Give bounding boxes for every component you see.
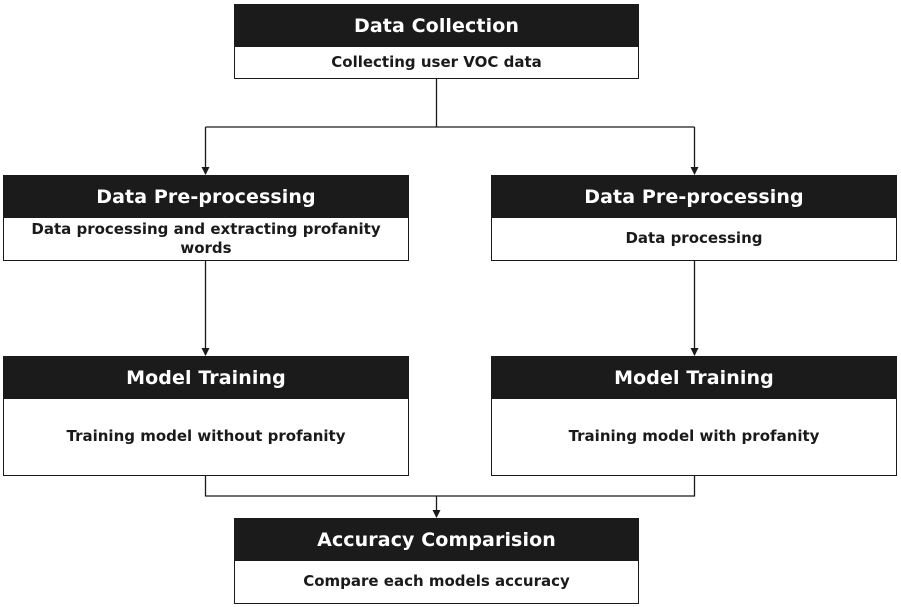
preprocessing-left-description: Data processing and extracting profanity… — [31, 219, 381, 257]
data-collection-box: Data Collection Collecting user VOC data — [234, 4, 639, 79]
training-right-description: Training model with profanity — [568, 427, 820, 445]
training-right-title: Model Training — [492, 357, 896, 399]
data-collection-description: Collecting user VOC data — [331, 52, 542, 71]
preprocessing-left-box: Data Pre-processing Data processing and … — [3, 175, 409, 261]
training-left-description: Training model without profanity — [66, 427, 346, 445]
accuracy-comparison-title: Accuracy Comparision — [235, 519, 638, 561]
training-left-title: Model Training — [4, 357, 408, 399]
preprocessing-right-box: Data Pre-processing Data processing — [491, 175, 897, 261]
training-right-box: Model Training Training model with profa… — [491, 356, 897, 476]
training-left-box: Model Training Training model without pr… — [3, 356, 409, 476]
accuracy-comparison-description: Compare each models accuracy — [303, 572, 570, 590]
connector-merge — [204, 476, 696, 497]
preprocessing-right-description: Data processing — [625, 229, 763, 247]
preprocessing-left-title: Data Pre-processing — [4, 176, 408, 218]
accuracy-comparison-box: Accuracy Comparision Compare each models… — [234, 518, 639, 604]
preprocessing-right-title: Data Pre-processing — [492, 176, 896, 218]
data-collection-title: Data Collection — [235, 5, 638, 47]
